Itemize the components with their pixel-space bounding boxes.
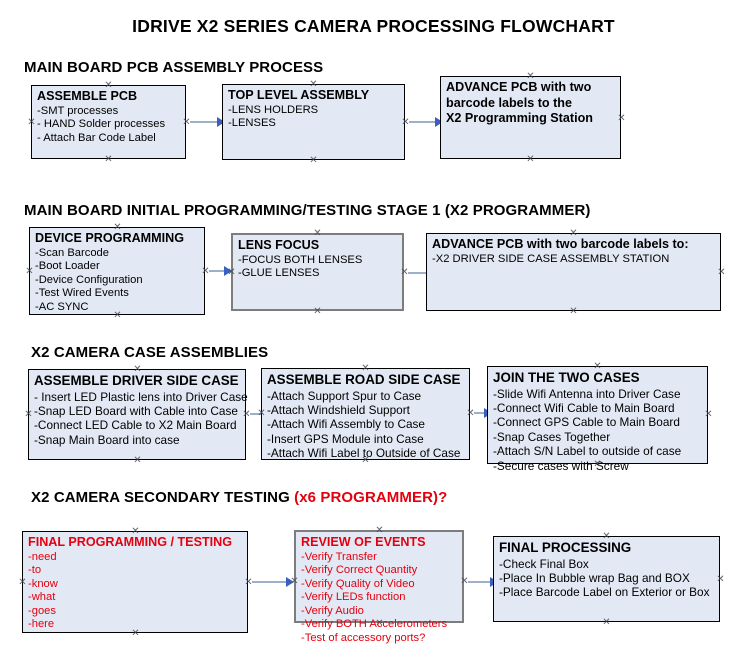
node-line: -Verify Transfer	[301, 550, 377, 563]
node-line: - Insert LED Plastic lens into Driver Ca…	[34, 389, 248, 404]
node-line: -SMT processes	[37, 104, 119, 117]
node-assemble-pcb[interactable]: ASSEMBLE PCB -SMT processes - HAND Solde…	[31, 85, 186, 159]
node-header: ADVANCE PCB with two barcode labels to:	[432, 237, 689, 251]
node-line: -Attach Support Spur to Case	[267, 388, 422, 403]
node-line: -AC SYNC	[35, 300, 89, 313]
node-line: -Verify LEDs function	[301, 591, 406, 604]
section-heading-text: X2 CAMERA CASE ASSEMBLIES	[31, 344, 269, 361]
node-line: - Attach Bar Code Label	[37, 131, 156, 144]
node-header: LENS FOCUS	[238, 238, 320, 252]
connector-review-of-events-to-final-processing	[468, 581, 492, 583]
section-heading-x2-camera-case-assemblies: X2 CAMERA CASE ASSEMBLIES	[31, 344, 268, 361]
node-line: -Device Configuration	[35, 273, 143, 286]
connector-final-programming-to-review-of-events	[252, 581, 288, 583]
node-advance-pcb-to-x2-programming-station[interactable]: ADVANCE PCB with two barcode labels to t…	[440, 76, 621, 159]
node-line: -goes	[28, 604, 56, 617]
node-line-overflow: -Test of accessory ports?	[301, 632, 426, 645]
page-title: IDRIVE X2 SERIES CAMERA PROCESSING FLOWC…	[132, 16, 615, 36]
connector-road-side-to-join-cases	[474, 412, 486, 414]
node-line: -LENS HOLDERS	[228, 103, 319, 116]
section-heading-text: MAIN BOARD INITIAL PROGRAMMING/TESTING S…	[24, 202, 591, 219]
node-line: -Connect LED Cable to X2 Main Board	[34, 418, 237, 433]
section-heading-x2-camera-secondary-testing: X2 CAMERA SECONDARY TESTING (x6 PROGRAMM…	[31, 489, 447, 506]
node-header: FINAL PROCESSING	[499, 540, 632, 555]
node-line: -what	[28, 591, 56, 604]
node-line: -Snap Cases Together	[493, 429, 611, 444]
node-line: -FOCUS BOTH LENSES	[238, 253, 363, 266]
node-header: JOIN THE TWO CASES	[493, 370, 640, 385]
node-advance-pcb-to-driver-side-case[interactable]: ADVANCE PCB with two barcode labels to: …	[426, 233, 721, 311]
node-line: barcode labels to the	[446, 95, 572, 110]
node-line: -Verify BOTH Accelerometers	[301, 618, 448, 631]
node-line: -Check Final Box	[499, 556, 589, 571]
connector-lens-focus-to-advance-pcb	[408, 272, 430, 274]
node-line: -Place Barcode Label on Exterior or Box	[499, 585, 710, 600]
node-line: -X2 DRIVER SIDE CASE ASSEMBLY STATION	[432, 252, 670, 265]
node-line: -Connect GPS Cable to Main Board	[493, 415, 680, 430]
node-header: ASSEMBLE ROAD SIDE CASE	[267, 372, 461, 387]
node-line: -Connect Wifi Cable to Main Board	[493, 400, 675, 415]
section-heading-text: MAIN BOARD PCB ASSEMBLY PROCESS	[24, 59, 324, 76]
node-line: -to	[28, 564, 42, 577]
node-assemble-driver-side-case[interactable]: ASSEMBLE DRIVER SIDE CASE - Insert LED P…	[28, 369, 248, 460]
node-device-programming[interactable]: DEVICE PROGRAMMING -Scan Barcode -Boot L…	[29, 227, 205, 315]
node-line: -Attach Wifi Assembly to Case	[267, 417, 425, 432]
node-line: -need	[28, 550, 57, 563]
node-line: -Attach Wifi Label to Outside of Case	[267, 446, 461, 461]
node-line: -here	[28, 618, 55, 631]
node-line: -Snap Main Board into case	[34, 432, 180, 447]
node-header: DEVICE PROGRAMMING	[35, 231, 185, 245]
node-line: -Verify Audio	[301, 604, 364, 617]
node-line: -Slide Wifi Antenna into Driver Case	[493, 386, 681, 401]
node-line: -Verify Quality of Video	[301, 577, 415, 590]
node-line: -Boot Loader	[35, 260, 100, 273]
node-line: -know	[28, 577, 58, 590]
arrowhead-icon	[286, 577, 294, 587]
section-heading-accent: (x6 PROGRAMMER)?	[294, 489, 448, 506]
node-line: -GLUE LENSES	[238, 267, 320, 280]
node-assemble-road-side-case[interactable]: ASSEMBLE ROAD SIDE CASE -Attach Support …	[261, 368, 470, 460]
node-line: -Verify Correct Quantity	[301, 564, 418, 577]
node-line: X2 Programming Station	[446, 111, 593, 125]
node-header: ASSEMBLE PCB	[37, 89, 138, 103]
node-line: -LENSES	[228, 117, 276, 130]
node-line: -Attach S/N Label to outside of case	[493, 444, 682, 459]
node-line: -Snap LED Board with Cable into Case	[34, 403, 238, 418]
node-header: REVIEW OF EVENTS	[301, 535, 426, 549]
connector-assemble-pcb-to-top-level-assembly	[190, 121, 219, 123]
arrowhead-icon	[224, 266, 232, 276]
node-header: ADVANCE PCB with two	[446, 80, 592, 94]
node-line: -Secure cases with Screw	[493, 458, 629, 473]
section-heading-text: X2 CAMERA SECONDARY TESTING	[31, 489, 295, 506]
node-top-level-assembly[interactable]: TOP LEVEL ASSEMBLY -LENS HOLDERS -LENSES	[222, 84, 405, 160]
arrowhead-icon	[435, 117, 443, 127]
node-final-programming-testing[interactable]: FINAL PROGRAMMING / TESTING -need -to -k…	[22, 531, 248, 633]
node-final-processing[interactable]: FINAL PROCESSING -Check Final Box -Place…	[493, 536, 720, 622]
connector-driver-side-to-road-side	[250, 413, 264, 415]
node-line: -Insert GPS Module into Case	[267, 431, 424, 446]
section-heading-main-board-pcb-assembly: MAIN BOARD PCB ASSEMBLY PROCESS	[24, 59, 323, 76]
section-heading-main-board-initial-programming: MAIN BOARD INITIAL PROGRAMMING/TESTING S…	[24, 202, 591, 219]
arrowhead-icon	[217, 117, 225, 127]
node-review-of-events[interactable]: REVIEW OF EVENTS -Verify Transfer -Verif…	[294, 530, 464, 644]
node-lens-focus[interactable]: LENS FOCUS -FOCUS BOTH LENSES -GLUE LENS…	[231, 233, 404, 311]
node-line: -Scan Barcode	[35, 246, 110, 259]
node-header: FINAL PROGRAMMING / TESTING	[28, 535, 233, 549]
node-line: -Attach Windshield Support	[267, 402, 410, 417]
node-header: ASSEMBLE DRIVER SIDE CASE	[34, 373, 239, 388]
connector-device-programming-to-lens-focus	[209, 270, 226, 272]
node-line: -Place In Bubble wrap Bag and BOX	[499, 570, 690, 585]
node-header: TOP LEVEL ASSEMBLY	[228, 88, 370, 102]
node-line: -Test Wired Events	[35, 287, 129, 300]
connector-top-level-assembly-to-advance-pcb	[409, 121, 437, 123]
node-line: - HAND Solder processes	[37, 118, 166, 131]
node-join-the-two-cases[interactable]: JOIN THE TWO CASES -Slide Wifi Antenna i…	[487, 366, 708, 473]
